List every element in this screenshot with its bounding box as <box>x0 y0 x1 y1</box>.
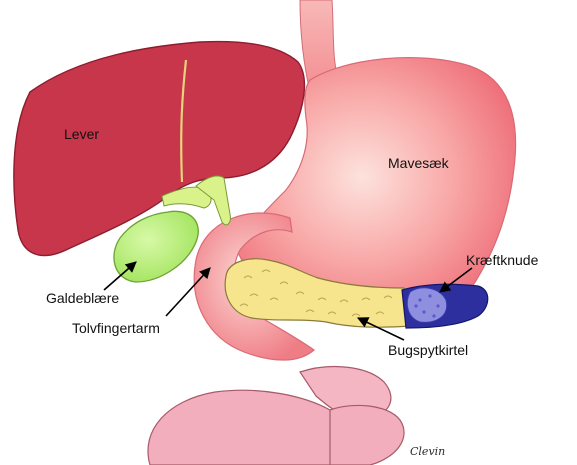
label-liver: Lever <box>64 126 99 142</box>
tumor <box>402 284 488 328</box>
label-duodenum: Tolvfingertarm <box>72 320 160 336</box>
label-pancreas: Bugspytkirtel <box>388 342 468 358</box>
label-gallbladder: Galdeblære <box>46 290 119 306</box>
artist-signature: Clevin <box>410 445 445 458</box>
small-intestine <box>148 367 404 465</box>
label-stomach: Mavesæk <box>388 155 450 171</box>
label-tumor: Kræftknude <box>466 252 539 268</box>
